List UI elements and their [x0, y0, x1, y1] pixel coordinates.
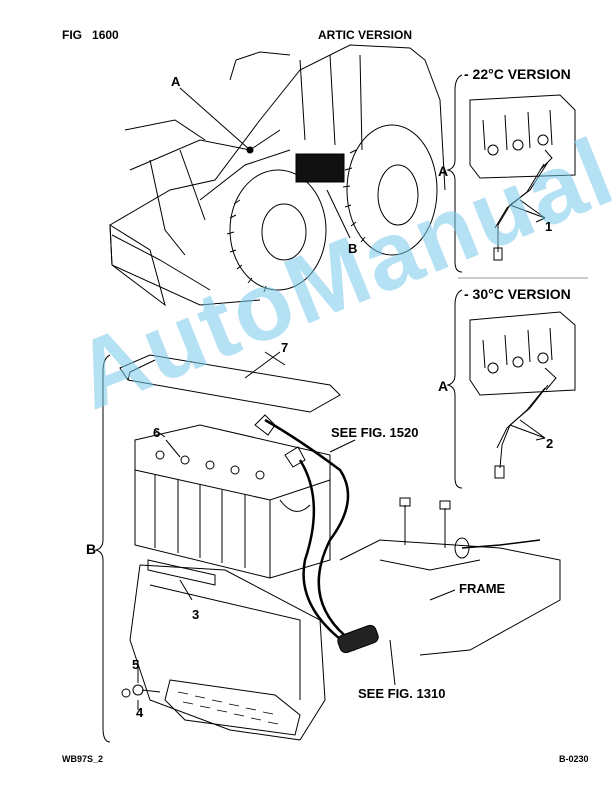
inset-22c-callout-1: 1 — [545, 219, 553, 234]
footer-right: B-0230 — [559, 754, 589, 764]
callout-6: 6 — [153, 425, 161, 440]
callout-b-bracket: B — [86, 541, 97, 557]
footer-left: WB97S_2 — [62, 754, 104, 764]
callout-a-machine: A — [171, 74, 181, 89]
inset-30c-callout-a: A — [438, 378, 449, 394]
callout-b-machine: B — [348, 241, 358, 256]
see-fig-1310-label: SEE FIG. 1310 — [358, 686, 446, 701]
inset-30c-title: - 30°C VERSION — [464, 286, 571, 302]
callout-7: 7 — [281, 340, 289, 355]
inset-30c-callout-2: 2 — [546, 436, 554, 451]
page-title: ARTIC VERSION — [318, 28, 413, 42]
inset-22c-title: - 22°C VERSION — [464, 66, 571, 82]
inset-22c-callout-a: A — [438, 163, 449, 179]
frame-label: FRAME — [459, 581, 506, 596]
callout-4: 4 — [136, 705, 144, 720]
figure-label: FIG 1600 — [62, 28, 119, 42]
see-fig-1520-label: SEE FIG. 1520 — [331, 425, 419, 440]
battery-box-location — [295, 153, 345, 183]
callout-5: 5 — [132, 657, 140, 672]
callout-3: 3 — [192, 607, 200, 622]
backhoe-loader-drawing — [109, 44, 446, 307]
